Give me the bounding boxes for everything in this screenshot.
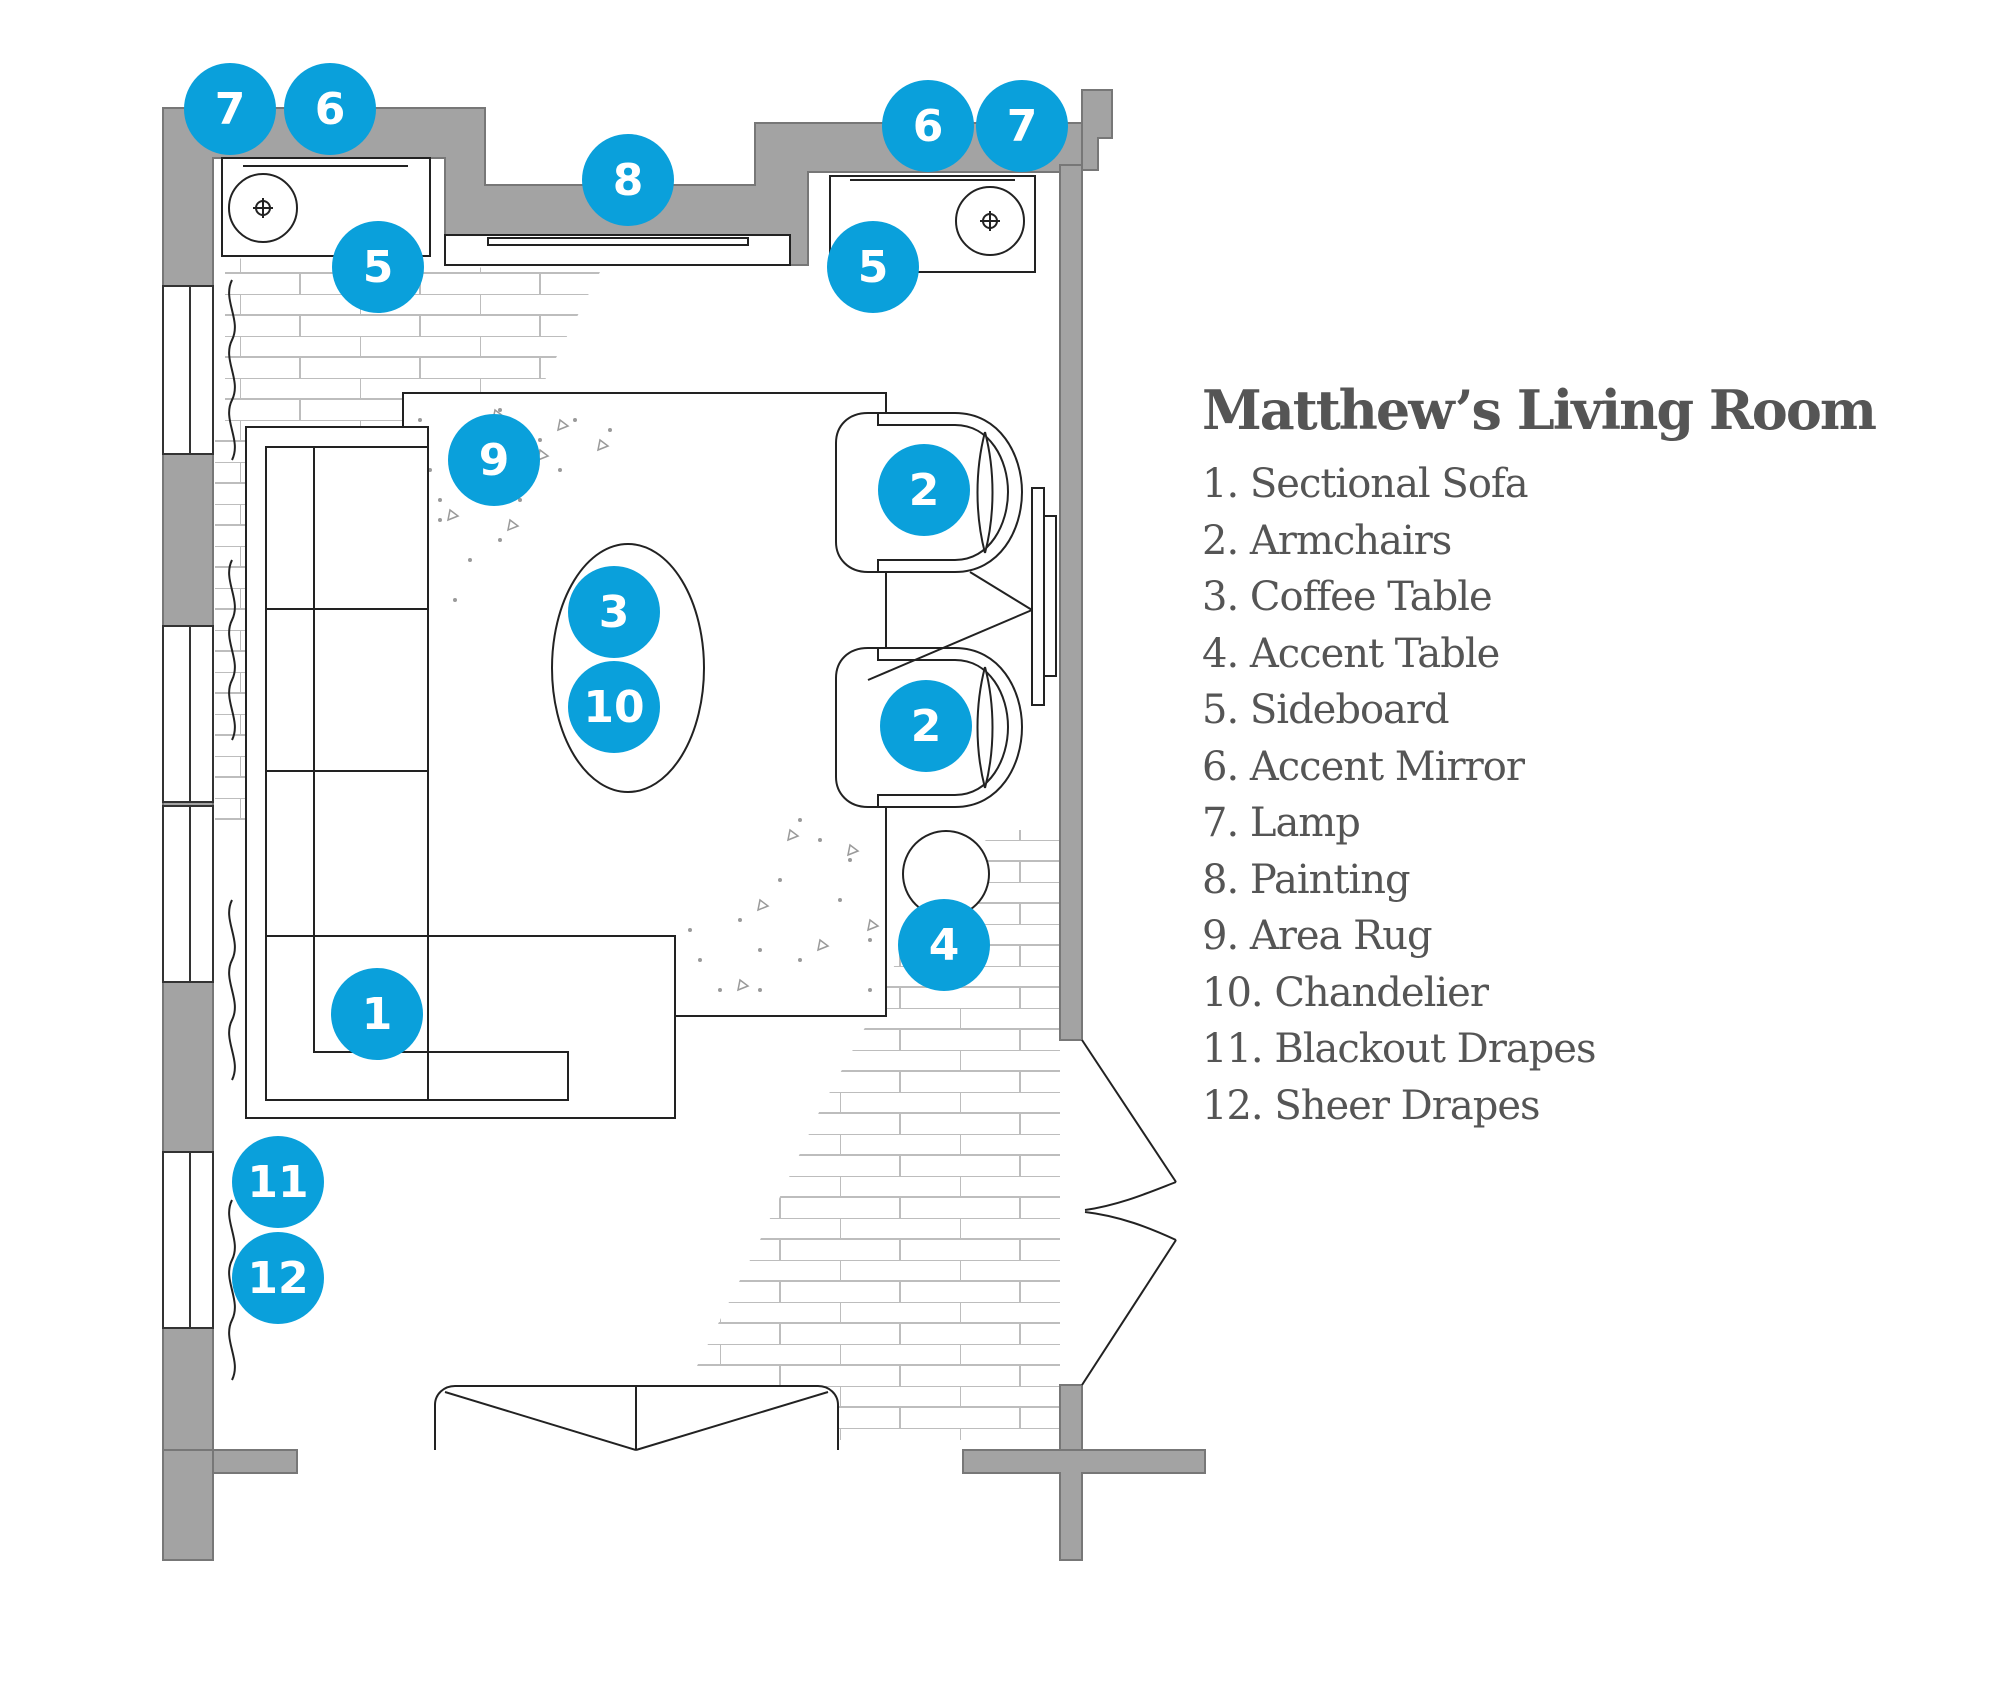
marker-blackout-drapes: 11 [232, 1136, 324, 1228]
legend: Matthew’s Living Room 1. Sectional Sofa … [1202, 378, 1877, 1134]
console-table [867, 487, 1057, 706]
painting [444, 234, 791, 266]
marker-sideboard-right: 5 [827, 221, 919, 313]
legend-title: Matthew’s Living Room [1202, 378, 1877, 442]
walls [162, 89, 1206, 1561]
marker-label: 5 [363, 242, 394, 293]
doors [1081, 1039, 1177, 1386]
marker-label: 1 [362, 989, 393, 1040]
legend-item: 3. Coffee Table [1202, 574, 1493, 620]
marker-chandelier: 10 [568, 661, 660, 753]
marker-area-rug: 9 [448, 414, 540, 506]
marker-label: 11 [247, 1157, 308, 1208]
legend-item: 2. Armchairs [1202, 517, 1452, 564]
marker-label: 12 [247, 1253, 308, 1304]
legend-item: 8. Painting [1202, 856, 1411, 903]
marker-label: 4 [929, 920, 960, 971]
marker-label: 5 [858, 242, 889, 293]
marker-lamp-right: 7 [976, 80, 1068, 172]
legend-item: 5. Sideboard [1202, 687, 1450, 733]
sideboard-left [221, 157, 431, 257]
marker-group: 7 6 8 6 7 5 5 9 2 3 10 2 4 1 11 12 [184, 63, 1068, 1324]
marker-label: 3 [599, 587, 630, 638]
marker-label: 2 [911, 701, 942, 752]
marker-label: 6 [315, 84, 346, 135]
left-windows [162, 285, 214, 1329]
legend-item: 1. Sectional Sofa [1202, 461, 1529, 507]
marker-sheer-drapes: 12 [232, 1232, 324, 1324]
marker-label: 7 [215, 84, 246, 135]
bench [434, 1385, 839, 1451]
marker-painting: 8 [582, 134, 674, 226]
marker-coffee-table: 3 [568, 566, 660, 658]
marker-mirror-left: 6 [284, 63, 376, 155]
legend-item: 7. Lamp [1202, 800, 1361, 846]
legend-item: 12. Sheer Drapes [1202, 1082, 1541, 1129]
legend-item: 6. Accent Mirror [1202, 743, 1525, 790]
marker-label: 9 [479, 435, 510, 486]
legend-item: 11. Blackout Drapes [1202, 1026, 1596, 1072]
marker-label: 6 [913, 101, 944, 152]
marker-lamp-left: 7 [184, 63, 276, 155]
marker-label: 2 [909, 465, 940, 516]
legend-item: 4. Accent Table [1202, 630, 1500, 677]
marker-armchair-bottom: 2 [880, 680, 972, 772]
marker-accent-table: 4 [898, 899, 990, 991]
marker-sofa: 1 [331, 968, 423, 1060]
marker-label: 8 [613, 155, 644, 206]
drapes [228, 279, 236, 1381]
legend-item: 9. Area Rug [1202, 913, 1433, 959]
legend-item: 10. Chandelier [1202, 969, 1489, 1016]
marker-sideboard-left: 5 [332, 221, 424, 313]
marker-label: 10 [583, 682, 644, 733]
sectional-sofa [245, 426, 676, 1119]
marker-label: 7 [1007, 101, 1038, 152]
marker-mirror-right: 6 [882, 80, 974, 172]
legend-list: 1. Sectional Sofa 2. Armchairs 3. Coffee… [1202, 456, 1875, 1134]
marker-armchair-top: 2 [878, 444, 970, 536]
